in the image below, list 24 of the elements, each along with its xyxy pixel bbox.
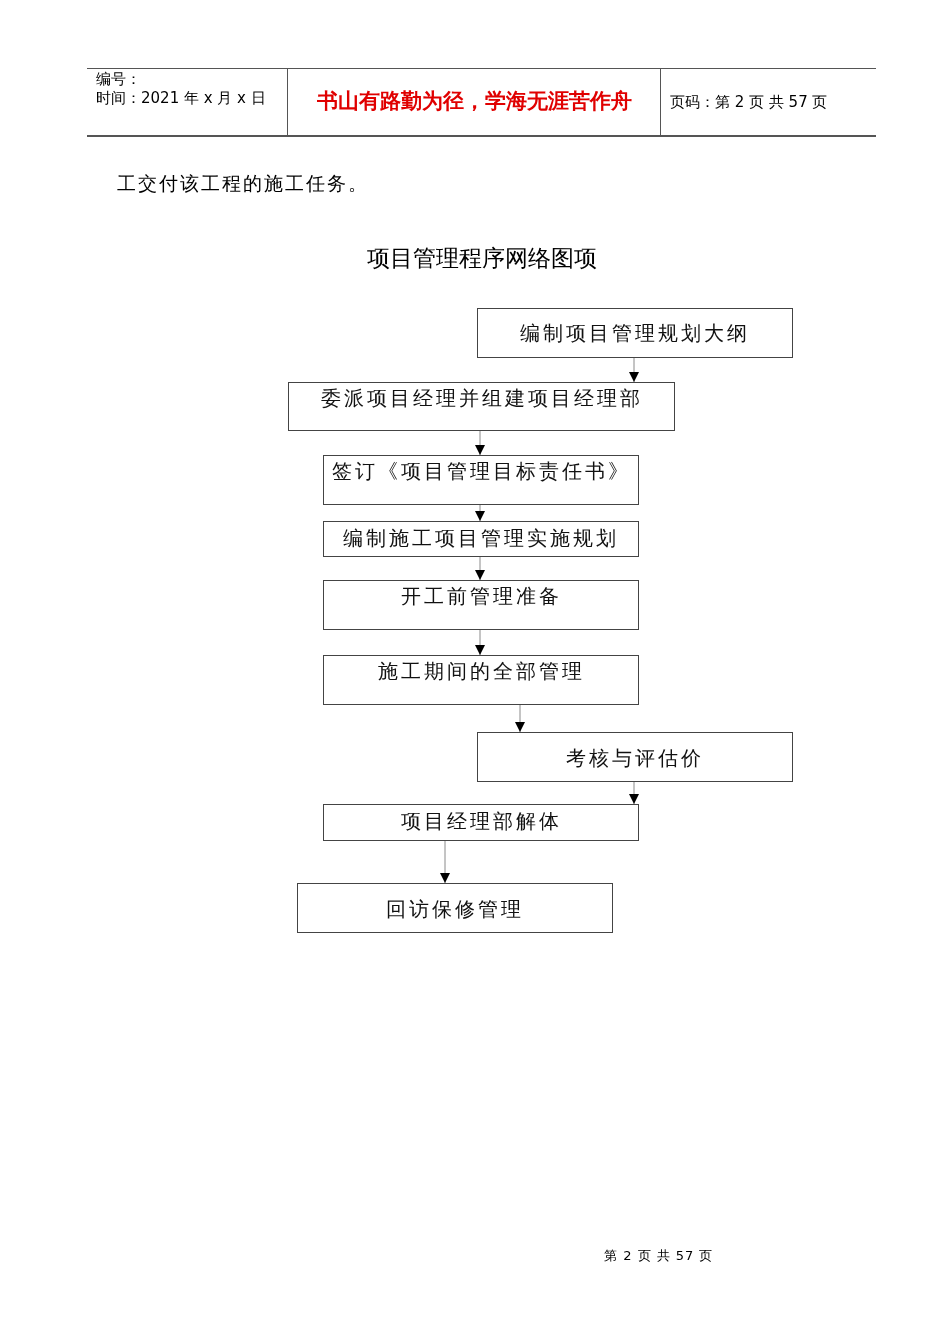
process-box: 委派项目经理并组建项目经理部 [288, 382, 675, 431]
process-box: 编制施工项目管理实施规划 [323, 521, 639, 557]
process-box: 开工前管理准备 [323, 580, 639, 630]
motto-text: 书山有路勤为径，学海无涯苦作舟 [315, 89, 633, 114]
body-text: 工交付该工程的施工任务。 [117, 172, 369, 195]
field-label: 编号： [96, 70, 141, 89]
process-box: 项目经理部解体 [323, 804, 639, 841]
arrow [629, 781, 639, 805]
arrow [475, 629, 485, 656]
arrow [475, 504, 485, 522]
date-text: 时间：2021 年 x 月 x 日 [96, 89, 266, 108]
process-box: 施工期间的全部管理 [323, 655, 639, 705]
page-footer: 第 2 页 共 57 页 [604, 1247, 714, 1264]
process-box: 编制项目管理规划大纲 [477, 308, 793, 358]
process-box: 考核与评估价 [477, 732, 793, 782]
arrow [475, 430, 485, 456]
diagram-title: 项目管理程序网络图项 [366, 244, 598, 272]
process-box: 签订《项目管理目标责任书》 [323, 455, 639, 505]
arrow [475, 556, 485, 581]
page-number: 页码：第 2 页 共 57 页 [670, 93, 828, 112]
arrow [515, 704, 525, 733]
process-box: 回访保修管理 [297, 883, 613, 933]
arrow [440, 840, 450, 884]
arrow [629, 357, 639, 383]
